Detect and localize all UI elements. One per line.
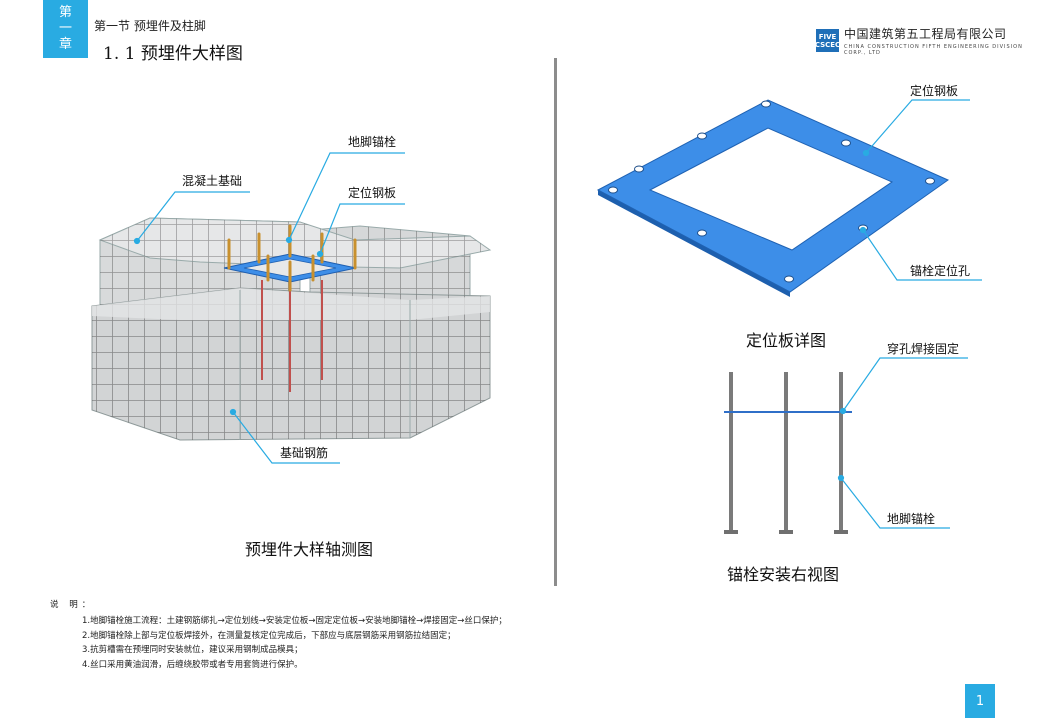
note-item: 3.抗剪槽需在预埋同时安装就位，建议采用钢制成品模具；: [82, 645, 303, 655]
section-label: 第一节 预埋件及柱脚: [94, 19, 206, 33]
cscec-logo-icon: FIVE CSCEC: [815, 29, 840, 52]
caption-side-view: 锚栓安装右视图: [727, 565, 840, 584]
note-item: 4.丝口采用黄油润滑，后缠绕胶带或者专用套筒进行保护。: [82, 659, 303, 670]
page-number: 1: [965, 684, 995, 718]
callout-bolt-holes: 锚栓定位孔: [910, 264, 971, 278]
callout-weld: 穿孔焊接固定: [887, 342, 960, 356]
callout-side-anchor-bolt: 地脚锚栓: [887, 512, 936, 526]
company-name-en: CHINA CONSTRUCTION FIFTH ENGINEERING DIV…: [844, 44, 1023, 56]
note-item: 2.地脚锚栓除上部与定位板焊接外，在测量复核定位完成后，下部应与底层钢筋采用钢筋…: [82, 630, 456, 641]
callout-positioning-plate: 定位钢板: [348, 186, 397, 200]
chapter-tab: 第 一 章: [43, 0, 88, 58]
page-title: 1. 1 预埋件大样图: [103, 44, 243, 64]
caption-iso-drawing: 预埋件大样轴测图: [245, 540, 374, 559]
foundation-iso-drawing: [91, 152, 492, 464]
chapter-char-3: 章: [58, 37, 72, 52]
notes-title: 说 明：: [50, 600, 95, 610]
vertical-divider: [554, 58, 557, 586]
callout-concrete-foundation: 混凝土基础: [182, 174, 243, 188]
notes-section: 说 明： 1.地脚锚栓施工流程：土建钢筋绑扎→定位划线→安装定位板→固定定位板→…: [50, 598, 507, 672]
callout-plate: 定位钢板: [910, 84, 959, 98]
company-name-cn: 中国建筑第五工程局有限公司: [844, 27, 1007, 41]
chapter-char-2: 一: [58, 21, 72, 36]
chapter-char-1: 第: [58, 5, 72, 20]
plate-detail-drawing: [596, 99, 982, 297]
bolt-side-view-drawing: [724, 357, 968, 534]
note-item: 1.地脚锚栓施工流程：土建钢筋绑扎→定位划线→安装定位板→固定定位板→安装地脚锚…: [82, 616, 507, 626]
callout-foundation-rebar: 基础钢筋: [280, 446, 329, 460]
caption-plate-detail: 定位板详图: [746, 331, 827, 350]
company-logo: FIVE CSCEC 中国建筑第五工程局有限公司 CHINA CONSTRUCT…: [815, 25, 1040, 56]
callout-anchor-bolt: 地脚锚栓: [348, 135, 397, 149]
